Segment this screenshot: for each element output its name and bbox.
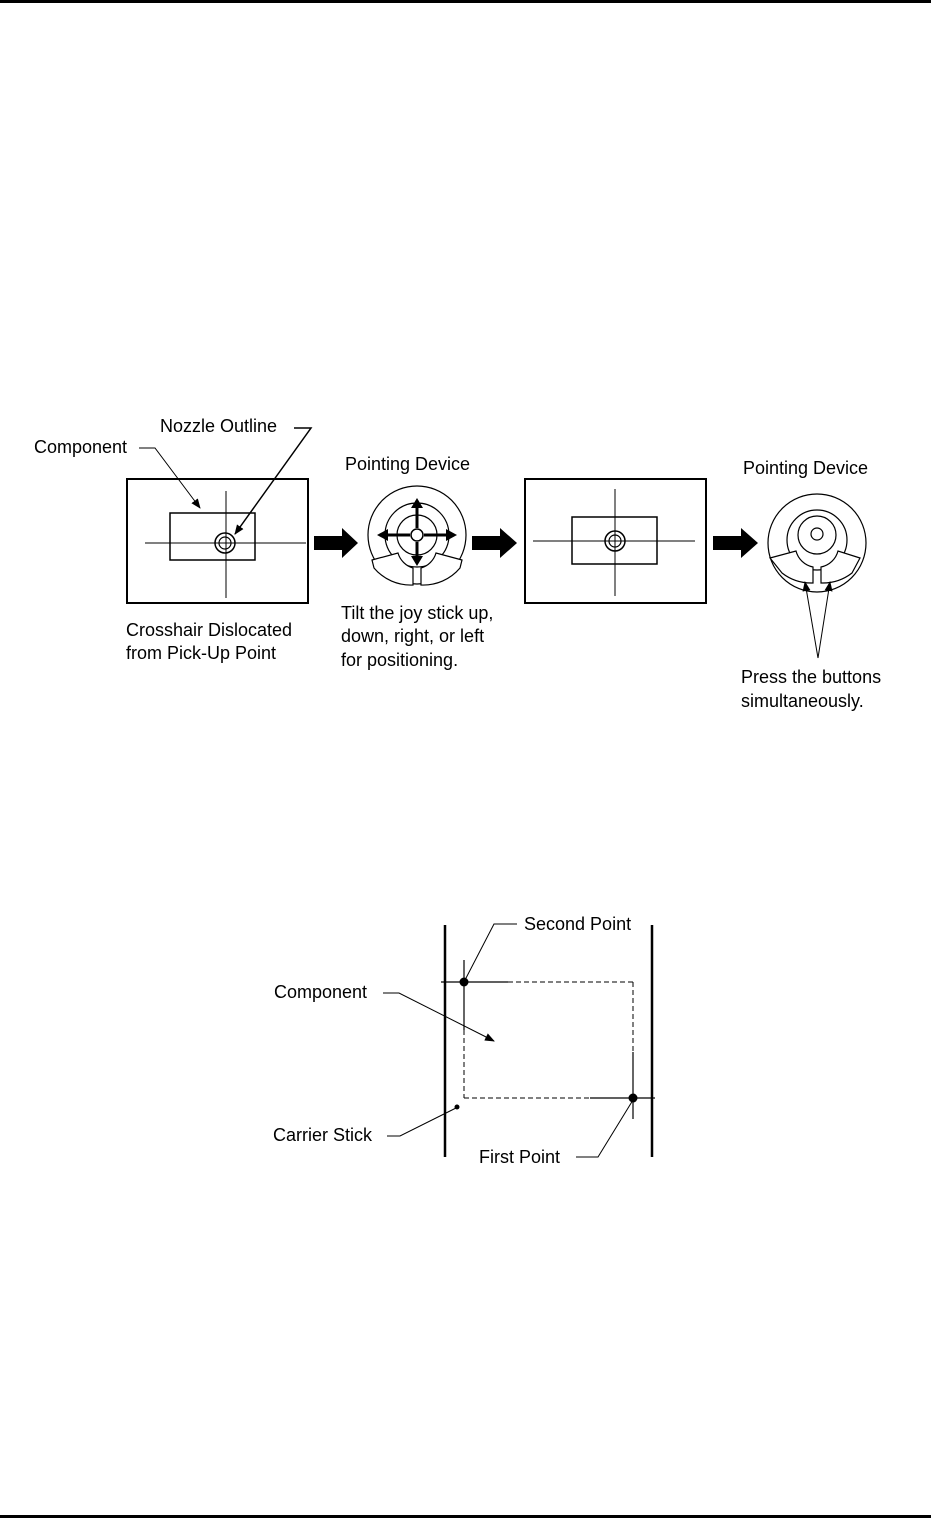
flow-arrow-icon <box>314 528 358 558</box>
label-nozzle-outline: Nozzle Outline <box>160 416 277 436</box>
caption-tilt: Tilt the joy stick up, down, right, or l… <box>341 603 498 670</box>
label-carrier-stick: Carrier Stick <box>273 1125 373 1145</box>
leader-first-point <box>576 1100 633 1157</box>
label-first-point: First Point <box>479 1147 560 1167</box>
label-pointing-device-2: Pointing Device <box>743 458 868 478</box>
leader-press-right <box>818 582 830 658</box>
figure-1: Component Nozzle Outline Crosshair Dislo… <box>34 416 886 711</box>
leader-second-point <box>465 924 517 980</box>
component-outline <box>441 960 655 1119</box>
label-pointing-device-1: Pointing Device <box>345 454 470 474</box>
flow-arrow-icon <box>472 528 517 558</box>
first-point-marker <box>629 1094 638 1103</box>
monitor-screen-dislocated <box>127 479 308 603</box>
flow-arrow-icon <box>713 528 758 558</box>
joystick-icon <box>368 486 466 585</box>
monitor-screen-aligned <box>525 479 706 603</box>
leader-nozzle-outline <box>235 428 311 534</box>
caption-crosshair: Crosshair Dislocated from Pick-Up Point <box>126 620 297 663</box>
figure-2: Second Point Component Carrier Stick Fir… <box>273 914 655 1167</box>
caption-press: Press the buttons simultaneously. <box>741 667 886 711</box>
label-component-2: Component <box>274 982 367 1002</box>
leader-component-2 <box>383 993 494 1041</box>
pointing-device-buttons-icon <box>768 494 866 592</box>
label-component: Component <box>34 437 127 457</box>
label-second-point: Second Point <box>524 914 631 934</box>
leader-press-left <box>805 582 818 658</box>
second-point-marker <box>460 978 469 987</box>
